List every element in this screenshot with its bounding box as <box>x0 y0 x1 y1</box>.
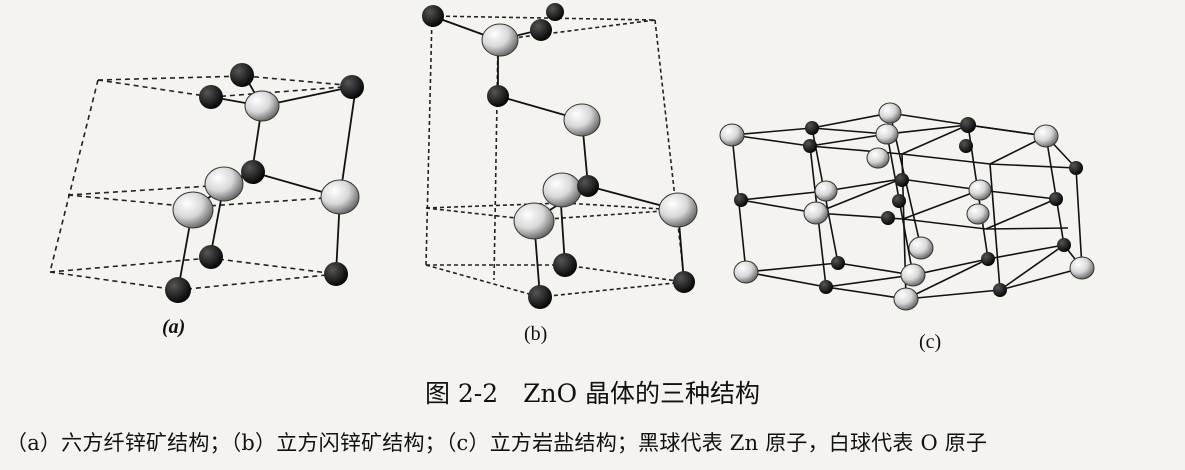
panel-label-a: (a) <box>162 316 186 338</box>
figure-legend: （a）六方纤锌矿结构；（b）立方闪锌矿结构；（c）立方岩盐结构；黑球代表 Zn … <box>6 431 988 455</box>
panel-label-c: (c) <box>919 331 942 353</box>
panel-c-structure <box>719 102 1095 311</box>
panel-label-b: (b) <box>524 323 548 345</box>
figure-canvas <box>49 3 1095 311</box>
panel-a-structure <box>49 63 364 303</box>
figure-caption: 图 2-2 ZnO 晶体的三种结构 <box>424 379 761 408</box>
panel-b-structure <box>422 3 698 309</box>
